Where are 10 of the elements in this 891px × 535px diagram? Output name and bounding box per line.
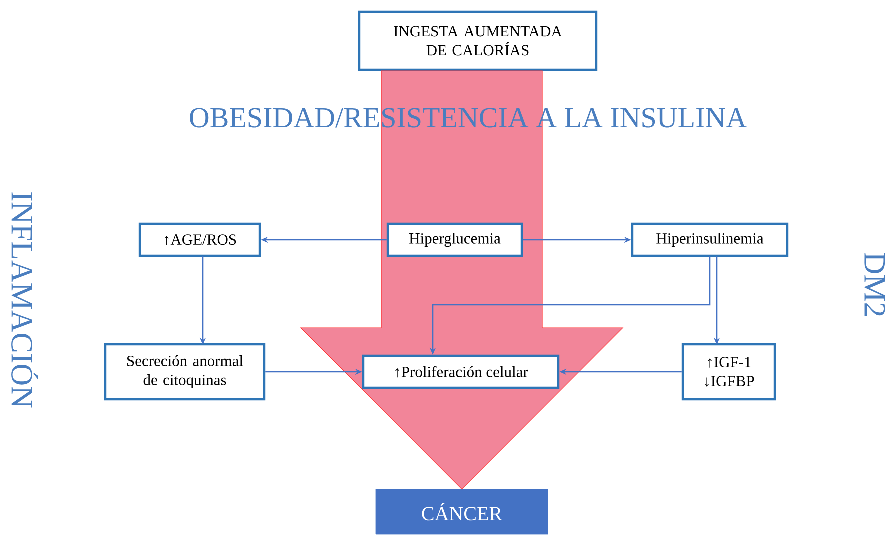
result-box: CÁNCER <box>376 489 548 535</box>
process-box: ↑IGF-1 ↓IGFBP <box>682 343 776 401</box>
side-label: INFLAMACIÓN <box>12 192 38 408</box>
side-label: DM2 <box>864 253 886 316</box>
process-box: INGESTA AUMENTADA DE CALORÍAS <box>358 10 598 72</box>
process-box: ↑Proliferación celular <box>362 354 560 390</box>
process-box: ↑AGE/ROS <box>138 222 262 258</box>
process-box: Hiperinsulinemia <box>631 222 789 258</box>
process-box: Hiperglucemia <box>386 222 524 258</box>
process-box: Secreción anormal de citoquinas <box>104 343 266 401</box>
